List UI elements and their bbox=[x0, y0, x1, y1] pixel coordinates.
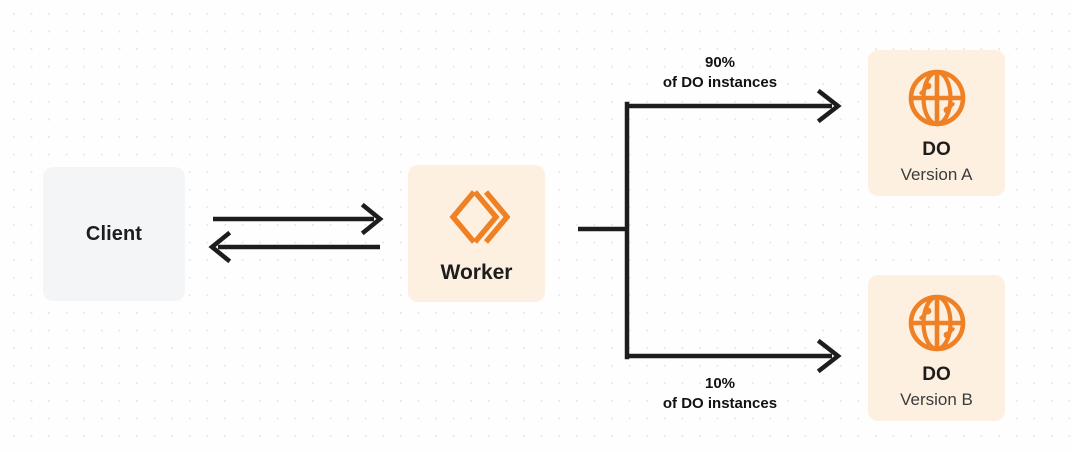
do-b-subtitle: Version B bbox=[900, 389, 973, 409]
node-do-version-b: DO Version B bbox=[868, 275, 1005, 421]
do-b-text-block: DO Version B bbox=[900, 364, 973, 411]
arrow-worker-to-do-b bbox=[625, 338, 842, 374]
node-do-version-a: DO Version A bbox=[868, 50, 1005, 196]
do-a-text-block: DO Version A bbox=[901, 139, 973, 186]
globe-icon bbox=[905, 66, 969, 130]
edge-label-do-a-percent: 90% bbox=[704, 54, 736, 71]
client-label: Client bbox=[85, 222, 143, 245]
worker-label: Worker bbox=[440, 261, 513, 284]
do-b-title: DO bbox=[922, 364, 951, 385]
edge-label-do-b-percent: 10% bbox=[704, 375, 736, 392]
edge-label-do-a: 90% of DO instances bbox=[620, 53, 820, 94]
node-client: Client bbox=[43, 167, 185, 301]
globe-icon bbox=[905, 291, 969, 355]
do-a-subtitle: Version A bbox=[900, 164, 973, 184]
arrow-worker-to-client bbox=[208, 230, 380, 264]
arrow-worker-to-do-a bbox=[625, 88, 842, 124]
node-worker: Worker bbox=[408, 165, 545, 302]
arrow-client-to-worker bbox=[213, 202, 384, 236]
edge-label-do-b-caption: of DO instances bbox=[662, 395, 778, 413]
cloudflare-workers-icon bbox=[444, 187, 510, 247]
do-a-title: DO bbox=[922, 139, 951, 160]
edge-label-do-b: 10% of DO instances bbox=[620, 374, 820, 415]
edge-label-do-a-caption: of DO instances bbox=[662, 74, 778, 92]
